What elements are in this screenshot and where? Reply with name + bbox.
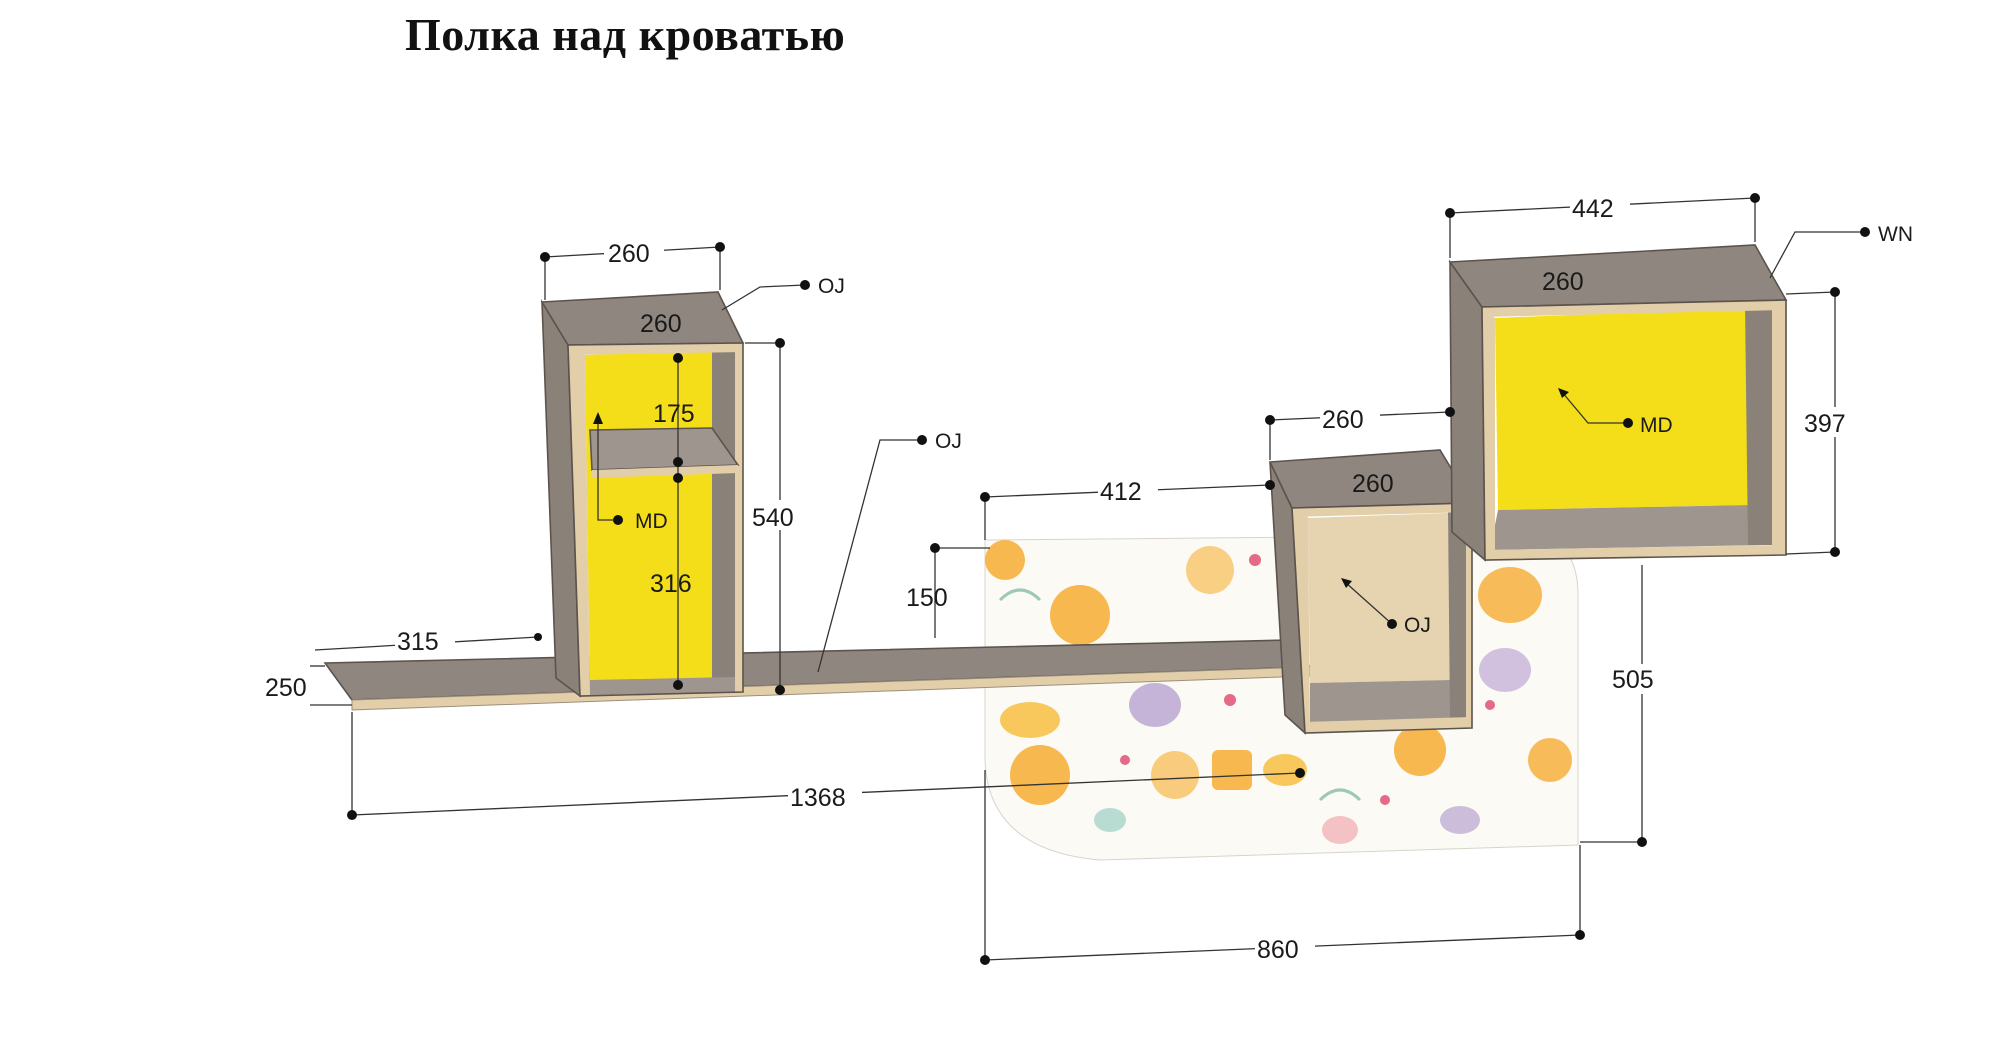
label-mid-back: OJ: [1404, 614, 1431, 637]
label-right-box: WN: [1878, 223, 1913, 246]
dim-left-upper-height: 175: [653, 400, 695, 428]
dim-right-offset: 260: [1322, 406, 1364, 434]
dim-bed-height: 505: [1612, 666, 1654, 694]
dim-left-lower-height: 316: [650, 570, 692, 598]
left-cabinet: [540, 291, 745, 698]
middle-cabinet: [1268, 449, 1474, 735]
dim-right-top-width: 442: [1572, 195, 1614, 223]
dim-right-depth: 260: [1542, 268, 1584, 296]
dim-left-total-height: 540: [752, 504, 794, 532]
label-left-box: OJ: [818, 275, 845, 298]
material-labels: OJ MD OJ OJ MD WN: [635, 223, 1913, 637]
label-right-back: MD: [1640, 414, 1673, 437]
dimension-labels: 260 260 175 316 540 315 250 1368 412 260…: [265, 194, 1862, 964]
dim-right-height: 397: [1804, 410, 1846, 438]
dim-left-depth: 260: [640, 310, 682, 338]
dim-board-left-length: 315: [397, 628, 439, 656]
leader-lines: [593, 227, 1870, 673]
bed-pattern: [985, 540, 1572, 860]
dim-left-top-width: 260: [608, 240, 650, 268]
dim-board-depth: 250: [265, 674, 307, 702]
dim-board-total-length: 1368: [790, 784, 846, 812]
page-title: Полка над кроватью: [405, 9, 846, 60]
dim-mid-offset: 412: [1100, 478, 1142, 506]
dim-bed-width: 860: [1257, 936, 1299, 964]
right-cabinet: [1448, 244, 1788, 562]
dim-mid-top-width: 260: [1352, 470, 1394, 498]
label-board: OJ: [935, 430, 962, 453]
label-left-back: MD: [635, 510, 668, 533]
dim-mid-gap-height: 150: [906, 584, 948, 612]
